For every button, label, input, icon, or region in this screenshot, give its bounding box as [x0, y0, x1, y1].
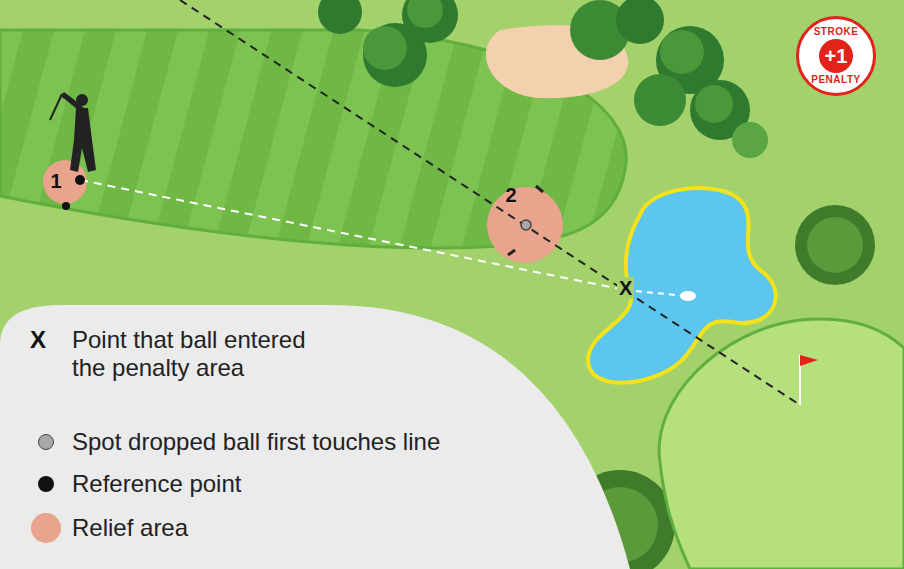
penalty-word: PENALTY [811, 74, 860, 86]
callout-number: 1 [48, 170, 64, 193]
legend-text: Relief area [72, 514, 188, 542]
reference-point [75, 175, 85, 185]
callout-number: 2 [502, 184, 520, 207]
golfer [50, 92, 96, 172]
legend-panel [0, 305, 630, 569]
legend-text: Reference point [72, 470, 241, 498]
relief-area [43, 160, 87, 204]
tee-marker [62, 202, 70, 210]
legend-text: Point that ball entered the penalty area [72, 326, 322, 382]
legend-swatch [38, 476, 54, 492]
legend-text: Spot dropped ball first touches line [72, 428, 440, 456]
legend-swatch [38, 434, 54, 450]
penalty-badge: STROKE+1PENALTY [796, 16, 876, 96]
ball-flight-line [80, 180, 625, 290]
putting-green [659, 319, 904, 569]
flag [800, 355, 818, 366]
drop-spot [521, 220, 531, 230]
legend-marker: X [30, 326, 46, 354]
ball [680, 291, 696, 301]
relief-area-number: 1 [48, 170, 64, 194]
penalty-value: +1 [819, 39, 853, 73]
relief-area [487, 187, 563, 263]
legend-swatch [31, 513, 61, 543]
club-marker [536, 186, 543, 192]
entry-point-marker: X [617, 277, 634, 299]
club-marker [508, 250, 515, 255]
relief-area-number: 2 [502, 184, 520, 208]
penalty-word: STROKE [814, 26, 859, 38]
